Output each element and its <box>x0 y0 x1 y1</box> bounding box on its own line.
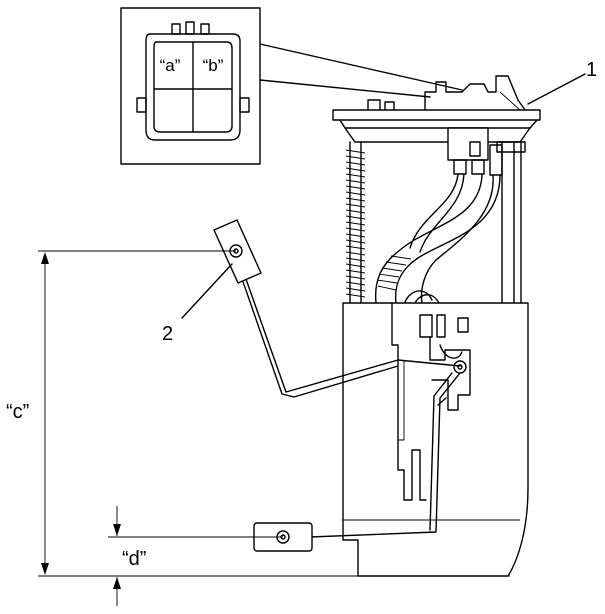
part-1-leader <box>527 73 586 105</box>
connector-inset: “a” “b” <box>120 7 463 165</box>
pump-reservoir <box>342 302 529 577</box>
dimension-d: “d” <box>108 506 283 606</box>
part-2-leader <box>181 263 233 319</box>
float-upper <box>213 219 262 284</box>
pump-flange <box>332 75 541 143</box>
guide-rods <box>496 141 526 304</box>
dim-c-label: “c” <box>6 401 29 423</box>
dim-d-label: “d” <box>122 548 146 570</box>
dimension-c: “c” <box>6 250 510 577</box>
part-1-label: 1 <box>586 59 597 81</box>
connector-face: “a” “b” <box>136 21 250 141</box>
float-arm <box>231 249 461 538</box>
terminal-a-label: “a” <box>160 56 181 75</box>
terminal-b-label: “b” <box>203 56 224 75</box>
hoses-and-wires <box>374 127 503 306</box>
part-2-label: 2 <box>162 323 173 345</box>
spring-rod <box>345 141 366 306</box>
